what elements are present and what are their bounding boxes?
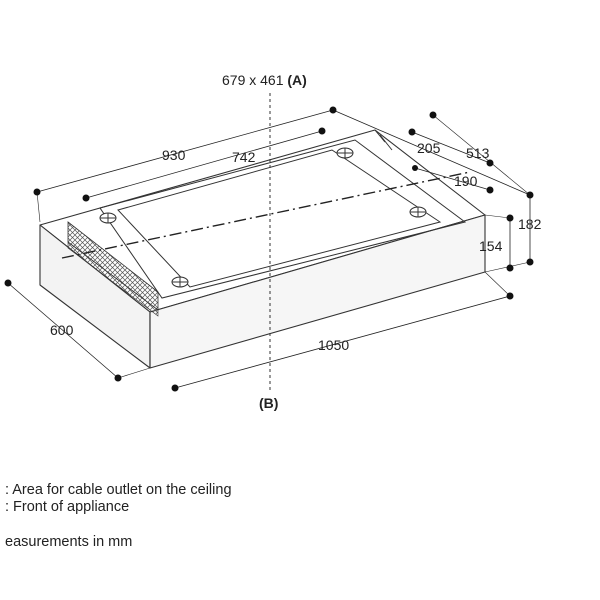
mounting-hole [336,147,354,159]
mounting-hole [409,206,427,218]
dim-line-1050 [174,295,511,389]
legend-front: : Front of appliance [5,499,130,515]
label-205: 205 [417,140,441,156]
dim-line-205 [411,131,491,164]
dim-line-513 [332,109,531,196]
label-182: 182 [518,216,542,232]
label-513: 513 [466,145,490,161]
dimension-lines [7,109,531,389]
mounting-hole [171,276,189,288]
ceiling-plate [117,149,442,288]
dimension-endpoints [4,106,534,392]
grease-filter-mesh-front [67,241,159,317]
label-1050: 1050 [318,337,349,353]
label-930: 930 [162,147,186,163]
label-front-marker: (B) [259,395,278,411]
top-frame [99,129,467,299]
mounting-holes [99,147,427,288]
label-154: 154 [479,238,503,254]
legend-measurement-note: easurements in mm [5,534,133,550]
label-190: 190 [454,173,478,189]
center-line-longitudinal [61,171,471,259]
label-600: 600 [50,322,74,338]
dim-line-930 [36,109,334,193]
dim-line-600 [7,282,119,379]
mounting-hole [99,212,117,224]
legend-cable-outlet: : Area for cable outlet on the ceiling [5,482,232,498]
label-top-area: 679 x 461 (A) [222,72,307,88]
dim-line-742 [85,130,323,199]
dim-line-190 [414,167,491,191]
label-742: 742 [232,149,256,165]
